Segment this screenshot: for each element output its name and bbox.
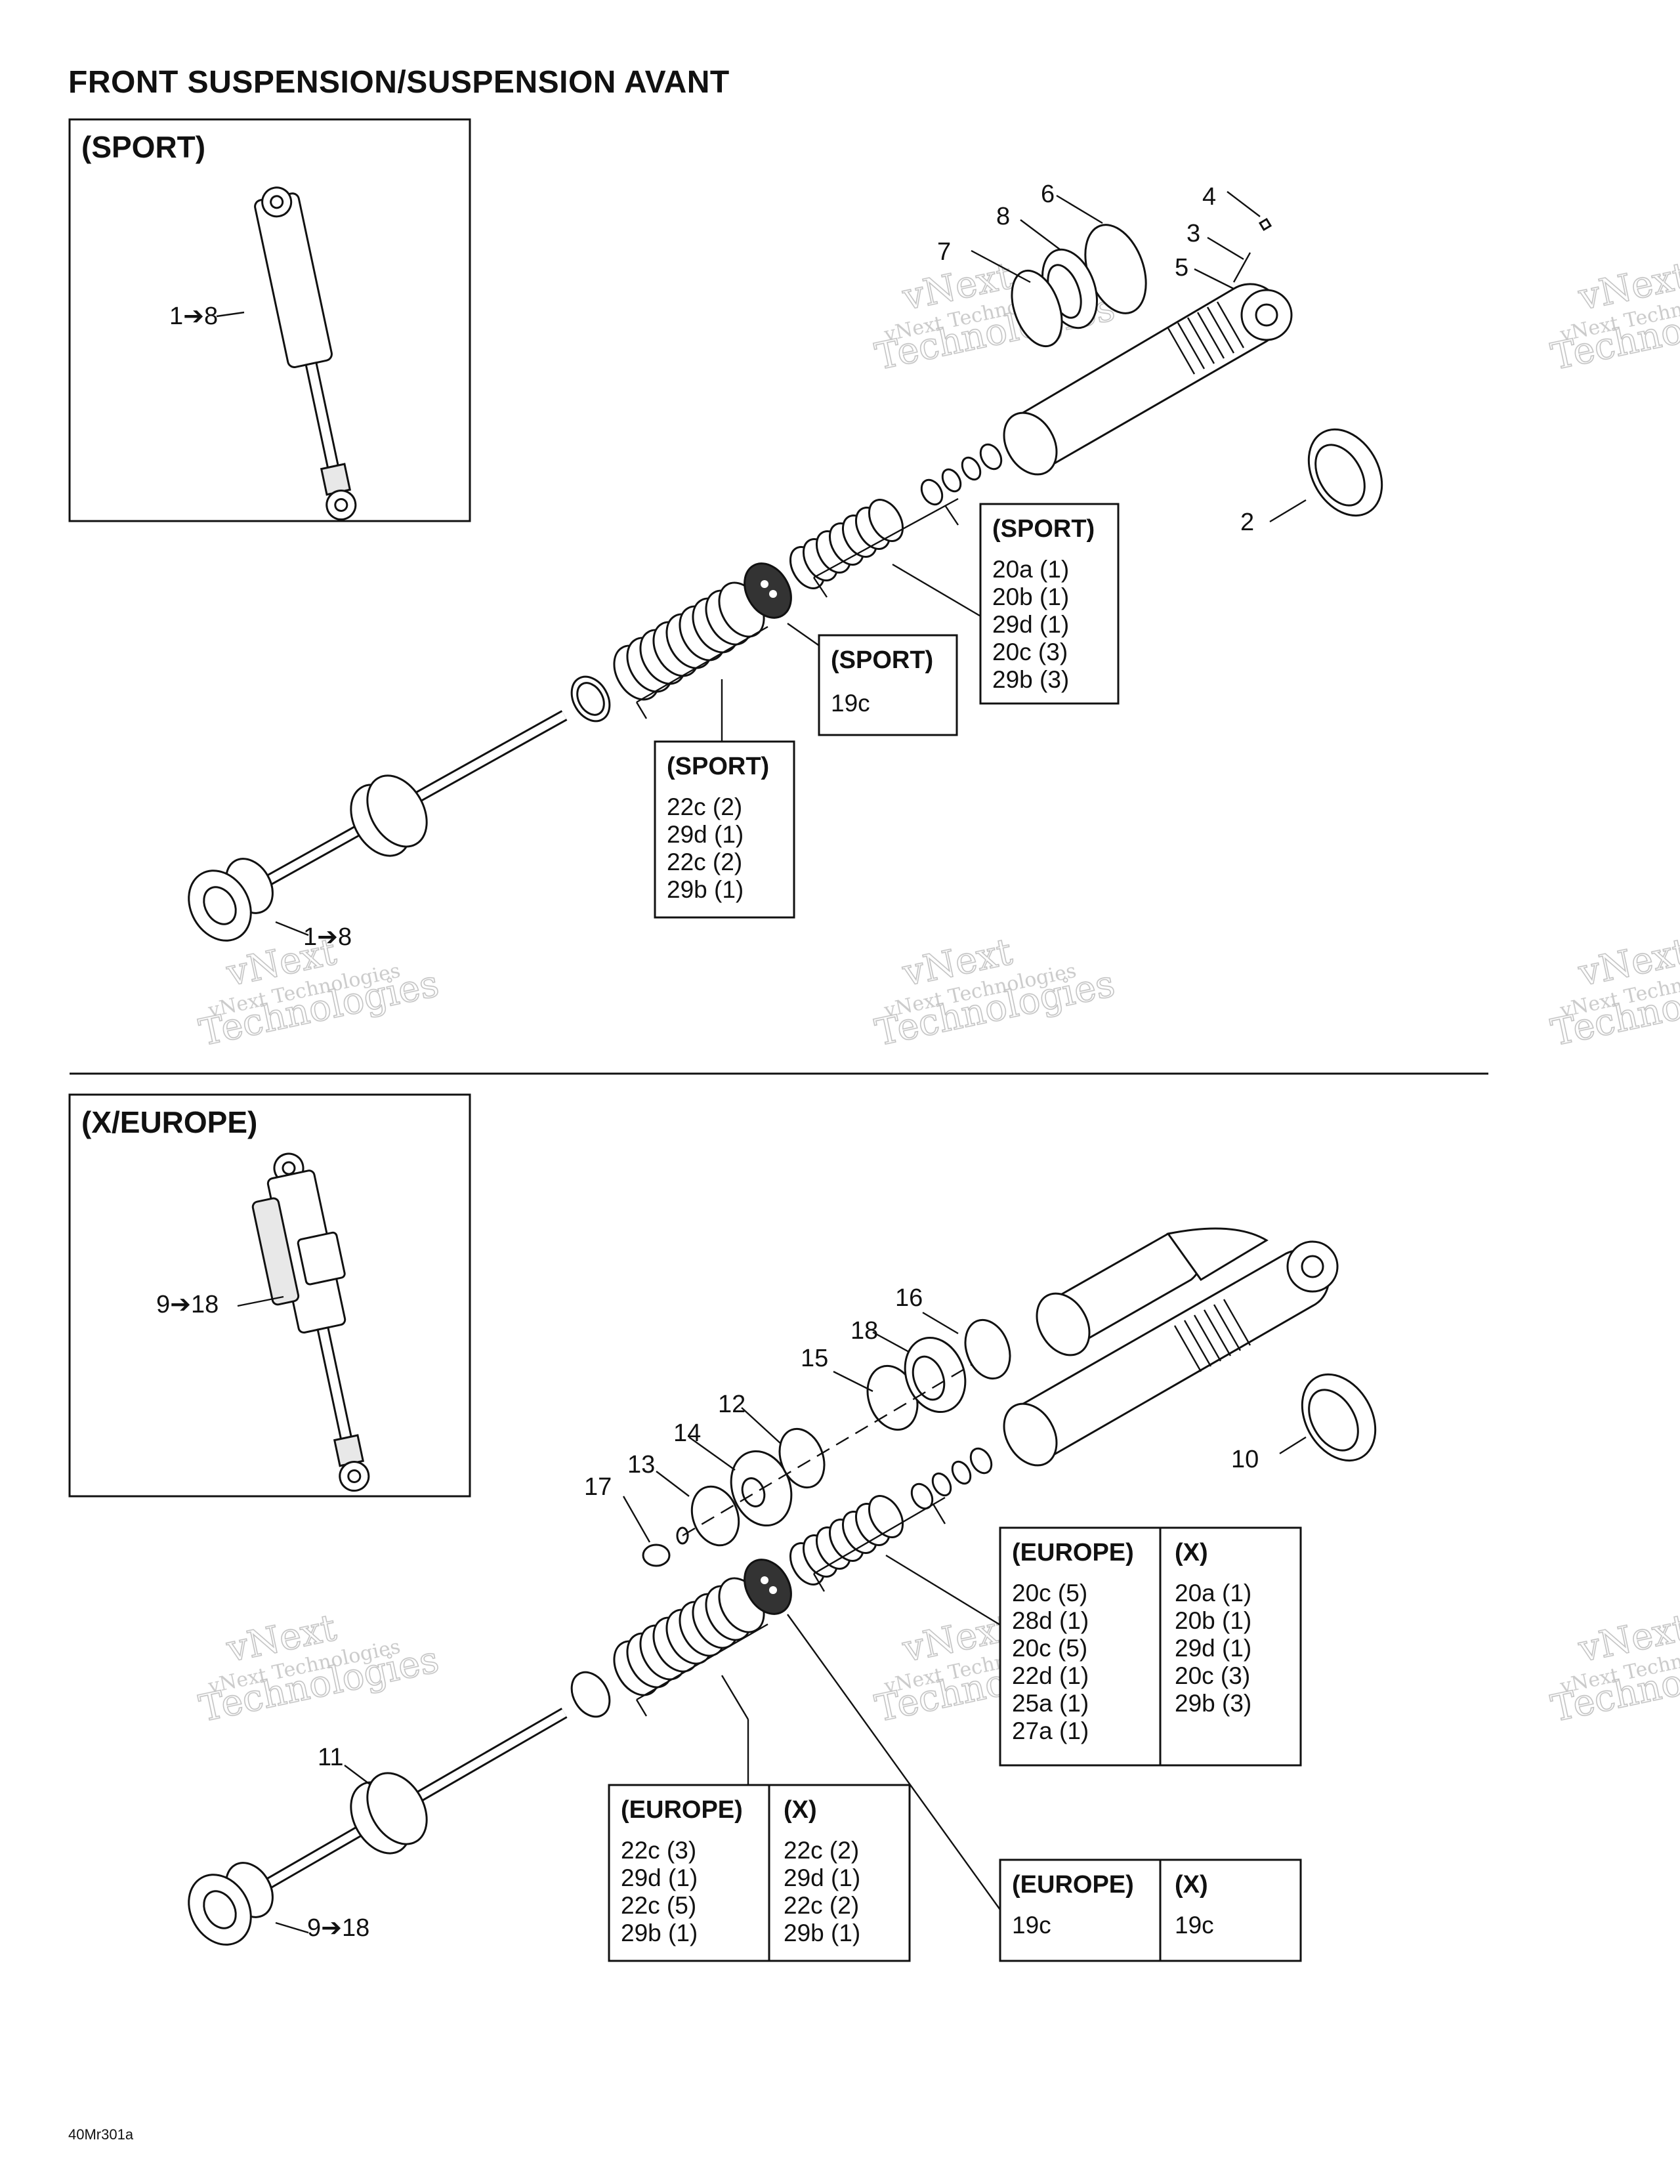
box-line: 29b (1) [621, 1920, 698, 1946]
sport-callout-5: 5 [1175, 254, 1188, 282]
box-line: 29d (1) [621, 1864, 698, 1891]
sport-inset-callout: 1➔8 [169, 303, 218, 330]
box-line: 29b (1) [667, 876, 744, 903]
box-header: (SPORT) [667, 753, 769, 780]
box-line: 22c (2) [667, 793, 742, 820]
x-europe-callout-18: 18 [850, 1317, 878, 1345]
box-header: (SPORT) [992, 515, 1095, 543]
sport-section: (SPORT) 1➔8 [68, 118, 1383, 951]
page-title: FRONT SUSPENSION/SUSPENSION AVANT [68, 65, 730, 100]
x-europe-upper-spring-stack [789, 1447, 993, 1586]
box-header: (EUROPE) [1012, 1539, 1134, 1566]
x-europe-inset-callout: 9➔18 [156, 1291, 219, 1318]
x-europe-box-piston: (EUROPE) (X) 19c 19c [999, 1858, 1302, 1962]
x-europe-reservoir [1036, 1227, 1269, 1356]
x-europe-box-upper-springs: (EUROPE) (X) 20c (5) 28d (1) 20c (5) 22d… [999, 1526, 1302, 1767]
box-line: 22c (3) [621, 1837, 696, 1864]
box-header: (EUROPE) [621, 1796, 743, 1824]
box-line: 19c [1175, 1912, 1214, 1939]
x-europe-section: (X/EUROPE) 9➔18 [68, 1093, 1377, 1962]
box-header: (EUROPE) [1012, 1871, 1134, 1899]
box-line: 22c (2) [784, 1892, 859, 1919]
x-europe-box-lower-springs: (EUROPE) (X) 22c (3) 29d (1) 22c (5) 29b… [608, 1784, 911, 1962]
x-europe-inset: (X/EUROPE) 9➔18 [68, 1093, 471, 1498]
box-line: 29b (3) [1175, 1690, 1251, 1717]
box-line: 22d (1) [1012, 1662, 1089, 1689]
sport-exploded-shock [188, 191, 1383, 942]
x-europe-callout-11: 11 [318, 1744, 343, 1771]
x-europe-lower-spring-stack [613, 1577, 765, 1696]
sport-box-piston: (SPORT) 19c [818, 634, 958, 736]
box-line: 29d (1) [667, 821, 744, 848]
box-line: 29d (1) [1175, 1635, 1251, 1662]
box-header: (X) [784, 1796, 817, 1824]
sport-shaft [188, 675, 611, 942]
x-europe-callout-13: 13 [627, 1451, 655, 1479]
sport-box-lower-springs: (SPORT) 22c (2) 29d (1) 22c (2) 29b (1) [654, 740, 795, 919]
x-europe-preload-ring [1301, 1373, 1377, 1462]
sport-callout-8: 8 [996, 203, 1010, 230]
box-line: 29b (1) [784, 1920, 860, 1946]
x-europe-callout-9-18: 9➔18 [307, 1914, 369, 1942]
box-line: 20c (5) [1012, 1580, 1087, 1606]
box-header: (SPORT) [831, 646, 933, 674]
x-europe-callout-15: 15 [801, 1345, 828, 1372]
sport-inset-title: (SPORT) [81, 130, 205, 164]
sport-piston [744, 562, 792, 619]
x-europe-damper-body [1003, 1240, 1339, 1467]
box-line: 22c (5) [621, 1892, 696, 1919]
sport-inset: (SPORT) 1➔8 [68, 118, 471, 522]
box-header: (X) [1175, 1539, 1208, 1566]
sport-callout-1-8: 1➔8 [303, 923, 352, 951]
sport-lower-spring-stack [613, 581, 765, 701]
sport-damper-body [1003, 283, 1293, 476]
box-line: 19c [831, 690, 870, 717]
box-line: 29d (1) [784, 1864, 860, 1891]
box-line: 25a (1) [1012, 1690, 1089, 1717]
x-europe-reservoir-parts [642, 1318, 1011, 1567]
sport-callout-3: 3 [1186, 220, 1200, 247]
box-header: (X) [1175, 1871, 1208, 1899]
x-europe-callout-12: 12 [718, 1391, 746, 1418]
box-line: 20b (1) [1175, 1607, 1251, 1634]
x-europe-callout-10: 10 [1231, 1446, 1259, 1473]
box-line: 20c (5) [1012, 1635, 1087, 1662]
x-europe-shaft [188, 1671, 611, 1946]
box-line: 28d (1) [1012, 1607, 1089, 1634]
sport-upper-spring-stack [789, 443, 1003, 589]
box-line: 20a (1) [992, 556, 1069, 583]
x-europe-callout-14: 14 [673, 1419, 701, 1447]
x-europe-callout-17: 17 [584, 1473, 612, 1501]
sport-callout-2: 2 [1240, 509, 1254, 536]
sport-callout-7: 7 [937, 238, 951, 266]
box-line: 19c [1012, 1912, 1051, 1939]
box-line: 20b (1) [992, 583, 1069, 610]
box-line: 20c (3) [1175, 1662, 1250, 1689]
figure-code: 40Mr301a [68, 2126, 134, 2143]
sport-top-parts [1011, 217, 1272, 348]
x-europe-inset-shock-drawing [251, 1152, 370, 1492]
box-line: 20c (3) [992, 639, 1068, 665]
x-europe-piston [744, 1559, 792, 1615]
sport-inset-shock-drawing [254, 186, 357, 521]
box-line: 29b (3) [992, 666, 1069, 693]
sport-preload-ring [1307, 428, 1383, 517]
x-europe-callout-16: 16 [895, 1284, 923, 1312]
x-europe-inset-title: (X/EUROPE) [81, 1105, 257, 1139]
box-line: 29d (1) [992, 611, 1069, 638]
box-line: 22c (2) [667, 849, 742, 875]
box-line: 20a (1) [1175, 1580, 1251, 1606]
box-line: 27a (1) [1012, 1717, 1089, 1744]
x-europe-exploded-shock [188, 1227, 1377, 1946]
sport-callout-4: 4 [1202, 183, 1216, 211]
sport-callout-6: 6 [1041, 180, 1055, 208]
sport-box-upper-springs: (SPORT) 20a (1) 20b (1) 29d (1) 20c (3) … [979, 503, 1120, 705]
box-line: 22c (2) [784, 1837, 859, 1864]
